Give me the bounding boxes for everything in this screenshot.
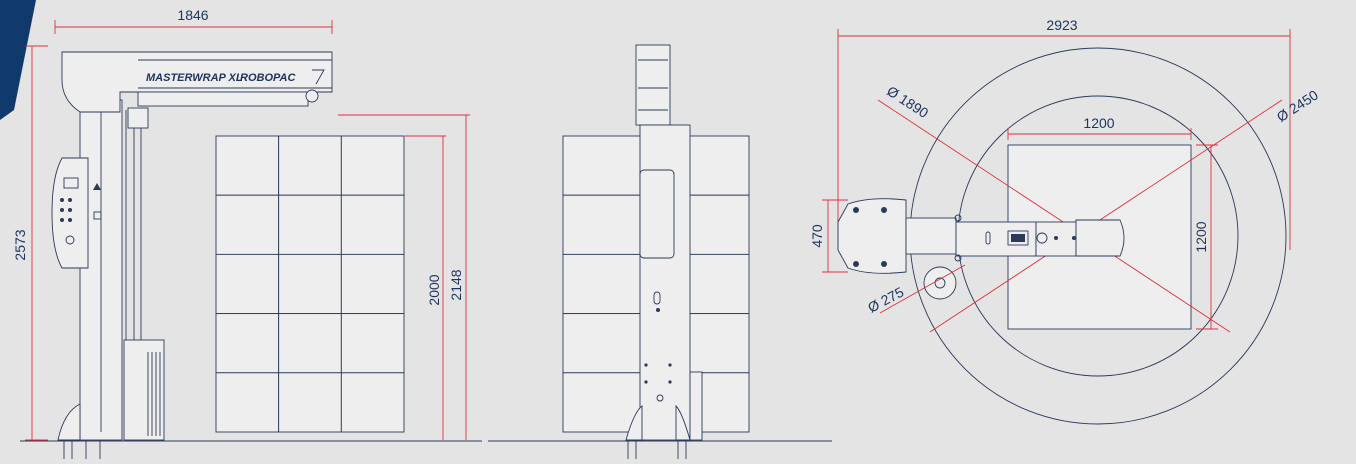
pallet-box [215, 372, 280, 433]
arm-tip-top [1075, 219, 1125, 257]
base-width-label: 470 [809, 224, 825, 248]
pallet-depth-label: 1200 [1193, 221, 1209, 252]
side-mast-top [635, 44, 671, 126]
film-carriage [123, 339, 165, 441]
top-view: 2923 1200 1200 Ø 1890 Ø 2450 [809, 17, 1321, 425]
maker-logo: ROBOPAC [240, 72, 296, 84]
pallet-height-label: 2000 [426, 274, 442, 305]
pallet-box [278, 372, 342, 433]
reel-diameter-label: Ø 275 [865, 283, 906, 315]
pallet-box [215, 194, 280, 255]
outer-circle-diameter-label: Ø 2450 [1274, 86, 1321, 125]
pallet-box [340, 135, 405, 196]
side-control-box [639, 169, 675, 259]
pallet-box [215, 313, 280, 374]
outer-width-label: 2923 [1046, 17, 1077, 33]
pallet-box [278, 194, 342, 255]
pallet-box [215, 135, 280, 196]
pallet-box [340, 313, 405, 374]
pallet-box [278, 313, 342, 374]
outer-diameter-line [929, 99, 1283, 333]
rotating-arm [137, 91, 309, 107]
front-view: 1846 2573 MASTERWRAP XL ROBOPAC [12, 7, 482, 459]
corner-accent-band [0, 0, 36, 120]
pallet-load-front [215, 135, 405, 433]
pallet-box [278, 253, 342, 315]
height-total-label: 2573 [12, 229, 28, 260]
control-panel [51, 157, 89, 269]
model-logo: MASTERWRAP XL [146, 72, 243, 84]
warning-icon [93, 183, 101, 190]
brand-mark-icon [312, 69, 325, 85]
pallet-box [215, 253, 280, 315]
width-total-label: 1846 [177, 7, 208, 23]
pallet-box [340, 253, 405, 315]
pallet-height-max-label: 2148 [448, 269, 464, 300]
pallet-box [278, 135, 342, 196]
pallet-width-label: 1200 [1083, 115, 1114, 131]
reel-diameter-line [879, 264, 966, 314]
inner-circle-diameter-label: Ø 1890 [884, 83, 931, 122]
pallet-box [340, 194, 405, 255]
base-plate-top [837, 198, 907, 274]
side-view [488, 44, 832, 459]
inner-diameter-line [877, 99, 1231, 333]
pallet-box [340, 372, 405, 433]
base-foot [57, 403, 81, 441]
film-reel-top [923, 266, 957, 300]
